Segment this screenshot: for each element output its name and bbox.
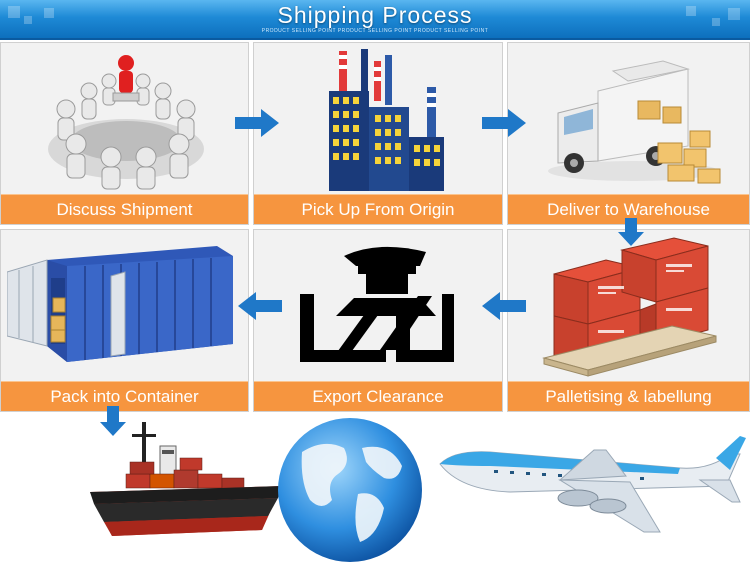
page-subtitle: PRODUCT SELLING POINT PRODUCT SELLING PO… [261, 28, 489, 34]
step-pick-up-from-origin: Pick Up From Origin [253, 42, 503, 225]
step-deliver-to-warehouse: Deliver to Warehouse [507, 42, 750, 225]
step-label: Discuss Shipment [1, 194, 248, 224]
header-decoration [686, 6, 696, 16]
header-decoration [712, 18, 720, 26]
header-decoration [24, 16, 32, 24]
airplane-icon [439, 436, 746, 533]
delivery-truck-icon [548, 60, 721, 184]
arrow-right-icon [482, 109, 526, 137]
meeting-people-icon [48, 55, 204, 190]
arrow-left-icon [238, 292, 282, 320]
step-discuss-shipment: Discuss Shipment [0, 42, 249, 225]
step-label: Deliver to Warehouse [508, 194, 749, 224]
step-label: Export Clearance [254, 381, 502, 411]
pallet-boxes-icon [542, 237, 717, 377]
cargo-ship-icon [90, 422, 282, 536]
step-label: Palletising & labellung [508, 381, 749, 411]
shipping-container-icon [7, 246, 233, 362]
step-pack-into-container: Pack into Container [0, 229, 249, 412]
page-title: Shipping Process [277, 2, 473, 28]
arrow-down-icon [618, 218, 644, 246]
factory-icon [329, 49, 444, 191]
globe-icon [278, 418, 422, 562]
step-label: Pick Up From Origin [254, 194, 502, 224]
step-export-clearance: Export Clearance [253, 229, 503, 412]
arrow-right-icon [235, 109, 279, 137]
page-header: Shipping Process PRODUCT SELLING POINT P… [0, 0, 750, 40]
arrow-down-icon [100, 406, 126, 436]
header-decoration [44, 8, 54, 18]
step-label: Pack into Container [1, 381, 248, 411]
header-decoration [728, 8, 740, 20]
step-palletising-labelling: Palletising & labellung [507, 229, 750, 412]
customs-officer-icon [300, 246, 454, 362]
arrow-left-icon [482, 292, 526, 320]
header-decoration [8, 6, 20, 18]
